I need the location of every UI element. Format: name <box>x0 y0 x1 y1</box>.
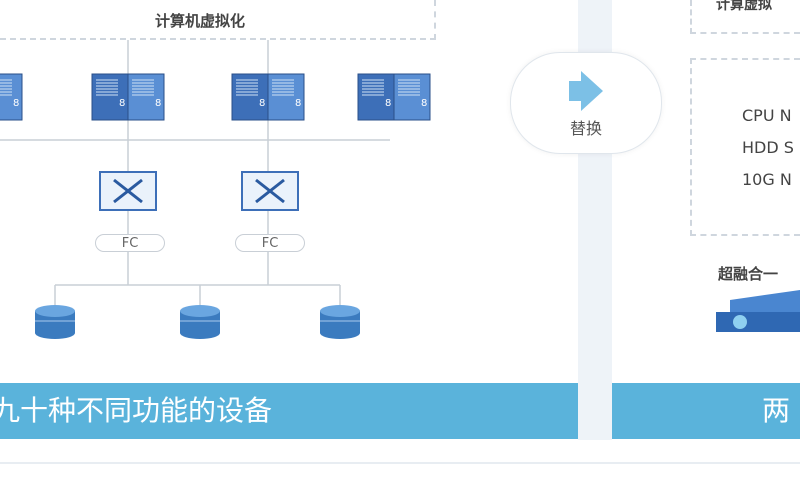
storage-disk-2 <box>180 305 220 339</box>
fc-switch-2 <box>241 171 299 211</box>
spec-box: CPU N HDD S 10G N <box>690 58 800 236</box>
svg-text:8: 8 <box>13 98 19 109</box>
storage-disk-1 <box>35 305 75 339</box>
fc-label-1: FC <box>95 234 165 252</box>
spec-network: 10G N <box>742 170 792 189</box>
svg-text:8: 8 <box>295 98 301 109</box>
left-banner-text: 九十种不同功能的设备 <box>0 394 273 427</box>
left-panel <box>0 0 578 440</box>
svg-text:8: 8 <box>155 98 161 109</box>
fc-label-2: FC <box>235 234 305 252</box>
replace-label: 替换 <box>569 119 602 138</box>
virtualization-label: 计算机虚拟化 <box>154 12 245 30</box>
hci-label: 超融合一 <box>718 265 779 283</box>
svg-text:8: 8 <box>421 98 427 109</box>
replace-badge: 替换 <box>510 52 662 154</box>
fc-switch-1 <box>99 171 157 211</box>
svg-text:8: 8 <box>259 98 265 109</box>
right-banner-text: 两 <box>762 394 791 427</box>
hci-appliance-icon <box>716 290 800 332</box>
left-banner: 九十种不同功能的设备 <box>0 383 578 439</box>
svg-text:8: 8 <box>119 98 125 109</box>
bottom-rule <box>0 462 800 464</box>
replace-arrow-icon <box>569 71 603 111</box>
svg-text:8: 8 <box>385 98 391 109</box>
spec-hdd: HDD S <box>742 138 794 157</box>
right-banner: 两 <box>612 383 800 439</box>
virtualization-box: 计算机虚拟化 <box>0 0 436 40</box>
right-virtualization-box: 计算虚拟 <box>690 0 800 34</box>
storage-disk-3 <box>320 305 360 339</box>
spec-cpu: CPU N <box>742 106 792 125</box>
right-virtualization-label: 计算虚拟 <box>716 0 772 13</box>
server-1: 88 <box>0 73 23 121</box>
